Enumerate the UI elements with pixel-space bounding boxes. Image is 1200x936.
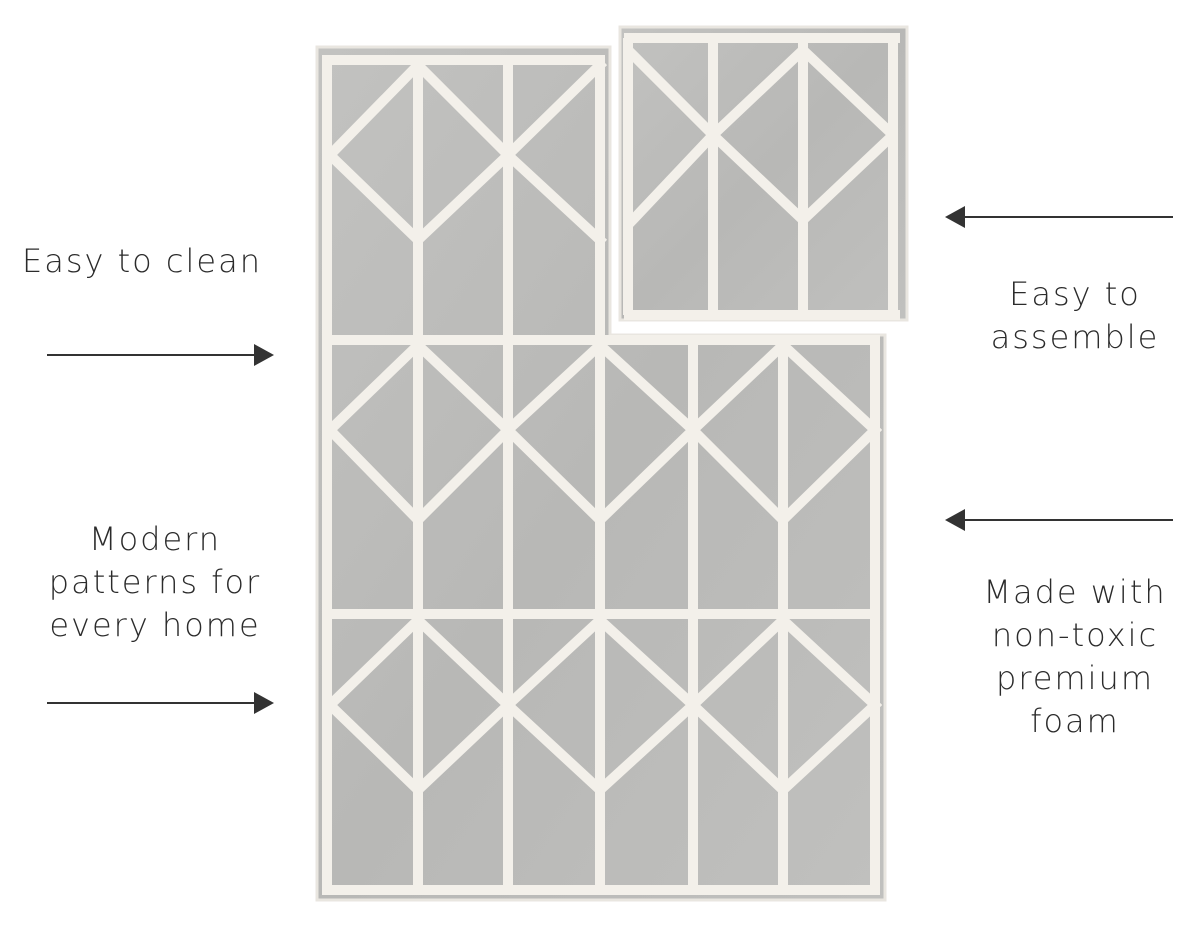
label-line: every home xyxy=(49,606,261,644)
label-non-toxic-foam: Made with non-toxic premium foam xyxy=(960,571,1190,743)
label-easy-to-clean: Easy to clean xyxy=(22,240,262,283)
label-line: premium xyxy=(996,659,1154,697)
detached-mat-tile xyxy=(618,25,909,322)
main-mat xyxy=(315,45,887,902)
label-modern-patterns: Modern patterns for every home xyxy=(35,518,275,647)
label-line: Easy to xyxy=(1009,275,1141,313)
label-line: Easy to clean xyxy=(22,242,262,280)
label-easy-to-assemble: Easy to assemble xyxy=(960,273,1190,359)
arrow-right-icon xyxy=(47,344,274,366)
label-line: Modern xyxy=(88,520,222,558)
label-line: Made with xyxy=(983,573,1167,611)
arrow-left-icon xyxy=(945,509,1173,531)
label-line: non-toxic xyxy=(991,616,1159,654)
label-line: foam xyxy=(1030,702,1120,740)
arrow-left-icon xyxy=(945,206,1173,228)
label-line: assemble xyxy=(990,318,1160,356)
arrow-right-icon xyxy=(47,692,274,714)
label-line: patterns for xyxy=(48,563,262,601)
